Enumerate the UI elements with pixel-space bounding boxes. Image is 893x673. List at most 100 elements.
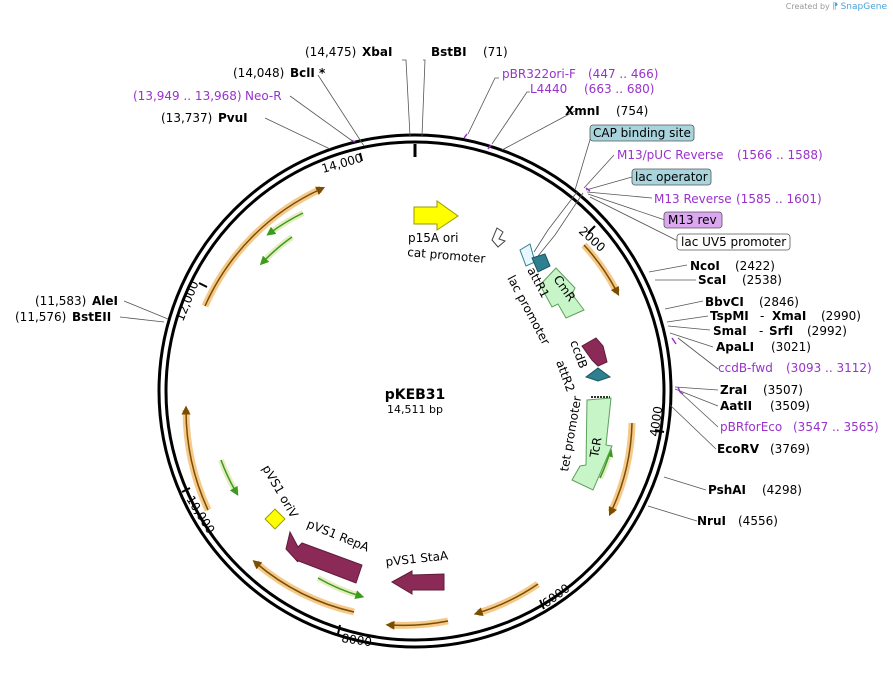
site-bcli-pos: (14,048)	[233, 66, 284, 80]
site-m13rev-pos: (1585 .. 1601)	[736, 192, 822, 206]
site-bsteii-name: BstEII	[72, 310, 111, 324]
pvs1-oriv-diamond	[264, 508, 286, 530]
site-pvui-name: PvuI	[218, 111, 248, 125]
green-arrow-1	[266, 212, 304, 236]
site-zrai-pos: (3507)	[763, 383, 803, 397]
leader-lines	[119, 59, 719, 522]
site-lacop-name: lac operator	[635, 170, 708, 184]
site-ecorv-name: EcoRV	[717, 442, 760, 456]
label-pvs1-staa: pVS1 StaA	[385, 548, 450, 569]
site-ccdbfwd-name: ccdB-fwd	[718, 361, 773, 375]
tick-marks	[181, 152, 665, 635]
site-nrui-name: NruI	[697, 514, 726, 528]
site-smai-dash: -	[759, 324, 763, 338]
backbone-inner	[164, 140, 666, 642]
label-pvs1-oriv: pVS1 oriV	[259, 463, 301, 522]
site-pshai-pos: (4298)	[762, 483, 802, 497]
site-xmni-name: XmnI	[565, 104, 600, 118]
tick-label-14000: 14,000	[320, 151, 364, 176]
site-smai-name: SmaI	[713, 324, 747, 338]
snapgene-credit: Created by ⁋ SnapGene	[786, 2, 887, 12]
green-arrow-4	[317, 577, 365, 600]
green-arrow-2	[259, 236, 293, 266]
site-nrui-pos: (4556)	[738, 514, 778, 528]
site-bstbi-pos: (71)	[483, 45, 508, 59]
site-pvui-pos: (13,737)	[161, 111, 212, 125]
cap-binding-site-box	[589, 124, 695, 142]
tick-label-12000: 12,000	[173, 279, 202, 323]
site-zrai-name: ZraI	[720, 383, 747, 397]
orf-arrows	[181, 185, 636, 630]
orf-arrow-7-core	[204, 186, 326, 307]
site-neor-pos: (13,949 .. 13,968)	[133, 89, 242, 103]
site-ncoi-name: NcoI	[690, 259, 720, 273]
site-alei-pos: (11,583)	[35, 294, 86, 308]
site-srfi-name: SrfI	[769, 324, 793, 338]
tick-label-8000: 8000	[341, 631, 373, 649]
green-arrow-5	[599, 447, 613, 479]
tcr-arrow	[571, 397, 613, 491]
site-l4440-pos: (663 .. 680)	[584, 82, 654, 96]
cat-promoter-arrow	[491, 227, 506, 248]
orf-arrow-7	[201, 185, 323, 308]
site-xbai-name: XbaI	[362, 45, 392, 59]
site-cap-name: CAP binding site	[593, 126, 691, 140]
backbone-outer	[157, 133, 673, 649]
label-tet-promoter: tet promoter	[557, 395, 584, 473]
site-pshai-name: PshAI	[708, 483, 746, 497]
site-bbvci-pos: (2846)	[759, 295, 799, 309]
orf-arrow-4-core	[385, 620, 449, 630]
lac-uv5-box	[676, 233, 791, 251]
site-pbr322-name: pBR322ori-F	[502, 67, 576, 81]
lac-region-marks	[519, 243, 536, 267]
label-attr2: attR2	[553, 358, 577, 394]
green-arrows	[218, 210, 613, 600]
site-tspmi-name: TspMI	[710, 309, 749, 323]
site-m13puc-pos: (1566 .. 1588)	[737, 148, 823, 162]
green-arrow-3	[220, 459, 239, 496]
p15a-ori-arrow	[413, 200, 459, 231]
site-aatii-pos: (3509)	[770, 399, 810, 413]
plasmid-name: pKEB31	[385, 387, 446, 403]
cmr-arrow	[539, 267, 585, 319]
credit-brand: SnapGene	[840, 2, 887, 12]
ccdb-arrow	[581, 337, 608, 367]
site-aatii-name: AatII	[720, 399, 752, 413]
orf-arrow-1-core	[583, 244, 620, 296]
tick-label-4000: 4000	[647, 405, 665, 437]
orf-arrow-5-core	[252, 560, 355, 613]
site-apali-pos: (3021)	[771, 340, 811, 354]
orf-arrow-2	[607, 422, 636, 514]
plasmid-size: 14,511 bp	[387, 403, 443, 416]
site-bstbi-name: BstBI	[431, 45, 467, 59]
m13-rev-box	[663, 211, 723, 229]
site-scai-name: ScaI	[698, 273, 726, 287]
snapgene-logo-icon: ⁋	[832, 2, 839, 12]
lac-operator-box	[631, 168, 712, 186]
orf-arrow-3-core	[473, 583, 539, 616]
site-apali-name: ApaLI	[716, 340, 754, 354]
attr2-shape	[584, 367, 612, 382]
site-ncoi-pos: (2422)	[735, 259, 775, 273]
orf-arrow-3	[476, 581, 540, 617]
site-bsteii-pos: (11,576)	[15, 310, 66, 324]
site-xbai-pos: (14,475)	[305, 45, 356, 59]
site-pbrforeco-name: pBRforEco	[720, 420, 782, 434]
site-smai-pos: (2992)	[807, 324, 847, 338]
site-lacuv5-name: lac UV5 promoter	[681, 235, 786, 249]
site-m13r-name: M13 rev	[668, 213, 717, 227]
site-xmai-name: XmaI	[772, 309, 806, 323]
label-tcr: TcR	[587, 436, 604, 459]
site-pbrforeco-pos: (3547 .. 3565)	[793, 420, 879, 434]
credit-created-by: Created by	[785, 2, 830, 11]
site-l4440-name: L4440	[530, 82, 567, 96]
attr1-shape	[531, 253, 551, 273]
site-m13rev-name: M13 Reverse	[654, 192, 732, 206]
site-neor-name: Neo-R	[245, 89, 282, 103]
site-pbr322-pos: (447 .. 466)	[588, 67, 658, 81]
site-m13puc-name: M13/pUC Reverse	[617, 148, 724, 162]
orf-arrow-6-core	[181, 405, 209, 511]
site-bbvci-name: BbvCI	[705, 295, 744, 309]
site-ecorv-pos: (3769)	[770, 442, 810, 456]
